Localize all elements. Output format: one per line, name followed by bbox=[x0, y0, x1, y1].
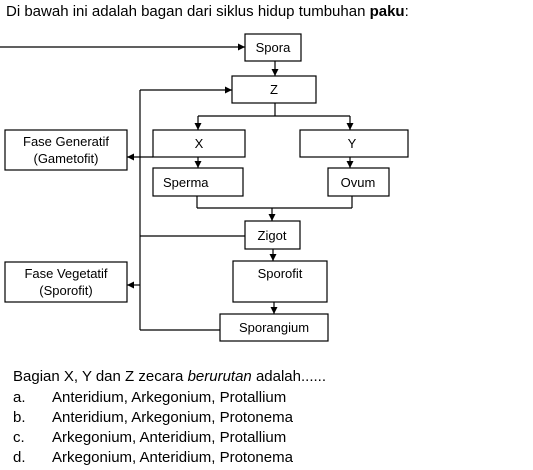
fase-vegetatif-label: Fase Vegetatif bbox=[24, 266, 107, 281]
option-text: Arkegonium, Anteridium, Protallium bbox=[52, 429, 287, 446]
ovum-label: Ovum bbox=[341, 175, 376, 190]
fase-generatif-box bbox=[4, 129, 128, 171]
option-key: a. bbox=[13, 389, 26, 406]
sporangium-box bbox=[219, 313, 329, 342]
question-part1: Bagian X, Y dan Z zecara bbox=[13, 368, 188, 385]
fase-generatif-label: Fase Generatif bbox=[23, 134, 109, 149]
z-label: Z bbox=[270, 82, 278, 97]
sporangium-label: Sporangium bbox=[239, 320, 309, 335]
intro-bold-word: paku bbox=[369, 3, 405, 20]
option-text: Anteridium, Arkegonium, Protonema bbox=[52, 409, 293, 426]
intro-end: : bbox=[404, 3, 409, 20]
sperma-box bbox=[152, 167, 244, 197]
x-box bbox=[152, 129, 246, 158]
life-cycle-diagram: Spora Z X Y Sperma Ovum Zigot Sporofit S… bbox=[0, 33, 409, 342]
option-key: b. bbox=[13, 409, 26, 426]
question-text: Bagian X, Y dan Z zecara berurutan adala… bbox=[13, 368, 326, 385]
question-part2: adalah...... bbox=[251, 368, 326, 385]
option-key: c. bbox=[13, 429, 25, 446]
spora-label: Spora bbox=[256, 40, 291, 55]
ovum-box bbox=[327, 167, 390, 197]
sporofit-label: Sporofit bbox=[258, 266, 303, 281]
intro-text: Di bawah ini adalah bagan dari siklus hi… bbox=[6, 3, 409, 20]
option-d[interactable]: d. Arkegonium, Anteridium, Protonema bbox=[13, 448, 293, 468]
option-c[interactable]: c. Arkegonium, Anteridium, Protallium bbox=[13, 428, 293, 448]
option-b[interactable]: b. Anteridium, Arkegonium, Protonema bbox=[13, 408, 293, 428]
answer-options: a. Anteridium, Arkegonium, Protallium b. A… bbox=[13, 388, 293, 468]
connector-lines bbox=[0, 43, 354, 331]
sporofit-phase-label: (Sporofit) bbox=[39, 283, 92, 298]
zigot-label: Zigot bbox=[258, 228, 287, 243]
sporofit-box bbox=[232, 260, 328, 303]
y-box bbox=[299, 129, 409, 158]
zigot-box bbox=[244, 220, 301, 250]
intro-main: Di bawah ini adalah bagan dari siklus hi… bbox=[6, 3, 370, 20]
option-key: d. bbox=[13, 449, 26, 466]
fase-vegetatif-box bbox=[4, 261, 128, 303]
gametofit-label: (Gametofit) bbox=[33, 151, 98, 166]
sperma-label: Sperma bbox=[163, 175, 209, 190]
x-label: X bbox=[195, 136, 204, 151]
y-label: Y bbox=[348, 136, 357, 151]
option-text: Anteridium, Arkegonium, Protallium bbox=[52, 389, 287, 406]
question-italic: berurutan bbox=[187, 368, 252, 385]
spora-box bbox=[244, 33, 302, 62]
z-box bbox=[231, 75, 317, 104]
option-a[interactable]: a. Anteridium, Arkegonium, Protallium bbox=[13, 388, 293, 408]
option-text: Arkegonium, Anteridium, Protonema bbox=[52, 449, 293, 466]
